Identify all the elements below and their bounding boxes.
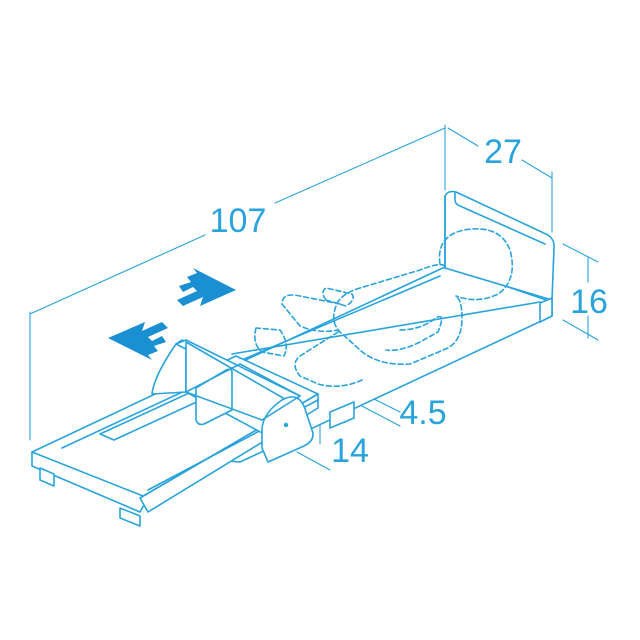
dimension-width xyxy=(447,127,553,233)
sliding-foot-piece xyxy=(151,339,314,463)
dimension-height-label: 16 xyxy=(570,283,608,321)
baby-outline xyxy=(254,228,514,388)
dimension-slider-width-label: 14 xyxy=(331,432,369,470)
dimension-width-label: 27 xyxy=(484,133,522,171)
dimension-height xyxy=(562,243,599,341)
dimension-length-label: 107 xyxy=(210,202,267,240)
dimension-length xyxy=(29,124,446,441)
slide-direction-arrow xyxy=(108,268,236,360)
dimension-base-height-label: 4.5 xyxy=(399,394,446,432)
head-board xyxy=(444,190,555,323)
